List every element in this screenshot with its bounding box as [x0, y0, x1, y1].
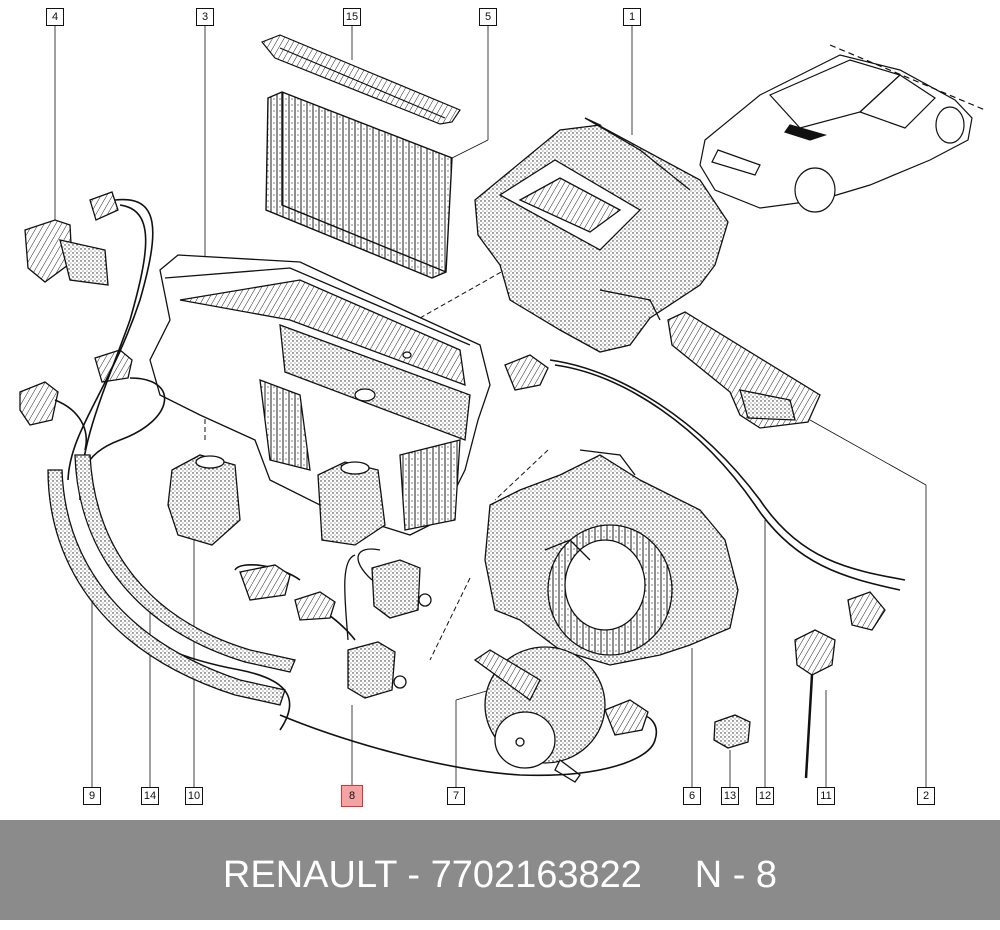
callout-6: 6: [683, 787, 701, 805]
part-11-sensor: [794, 629, 836, 779]
part-7-blower-motor: [473, 646, 606, 783]
part-4-switch: [19, 191, 133, 426]
part-info-footer: RENAULT - 7702163822 N - 8: [0, 820, 1000, 920]
part-number: 7702163822: [430, 854, 642, 896]
motor-connector: [239, 564, 649, 736]
brand-label: RENAULT: [222, 854, 397, 896]
part-8-actuator: [344, 548, 432, 699]
callout-11: 11: [817, 787, 835, 805]
car-illustration: [699, 44, 986, 213]
callout-8-highlighted: 8: [341, 785, 363, 807]
spacer: [642, 854, 695, 896]
callout-1: 1: [623, 8, 641, 26]
callout-2: 2: [917, 787, 935, 805]
callout-12: 12: [756, 787, 774, 805]
leader-lines: [54, 25, 927, 788]
part-6-blower-housing: [484, 449, 739, 666]
exploded-view-drawing: [19, 25, 986, 788]
callout-10: 10: [185, 787, 203, 805]
callout-15: 15: [343, 8, 361, 26]
callout-5: 5: [479, 8, 497, 26]
part-5-pollen-filter: [265, 91, 453, 279]
part-10-valve-block: [167, 454, 386, 546]
part-info-text: RENAULT - 7702163822 N - 8: [0, 820, 1000, 920]
callout-3: 3: [196, 8, 214, 26]
part-2-control-unit: [667, 311, 821, 429]
part-3-main-housing: [149, 254, 491, 536]
separator: -: [396, 854, 431, 896]
part-15-filter-strip: [261, 34, 461, 125]
callout-9: 9: [83, 787, 101, 805]
callout-14: 14: [141, 787, 159, 805]
callout-13: 13: [721, 787, 739, 805]
part-9-14-pipes: [47, 454, 296, 706]
part-1-heater-housing: [474, 117, 729, 353]
callout-7: 7: [447, 787, 465, 805]
callout-4: 4: [46, 8, 64, 26]
parts-diagram: 4 3 15 5 1 9 14 10 8 7 6 13 12 11 2: [19, 8, 986, 807]
part-13-relay: [713, 714, 751, 749]
part-12-cable: [504, 354, 886, 631]
position-label: N - 8: [694, 854, 778, 896]
